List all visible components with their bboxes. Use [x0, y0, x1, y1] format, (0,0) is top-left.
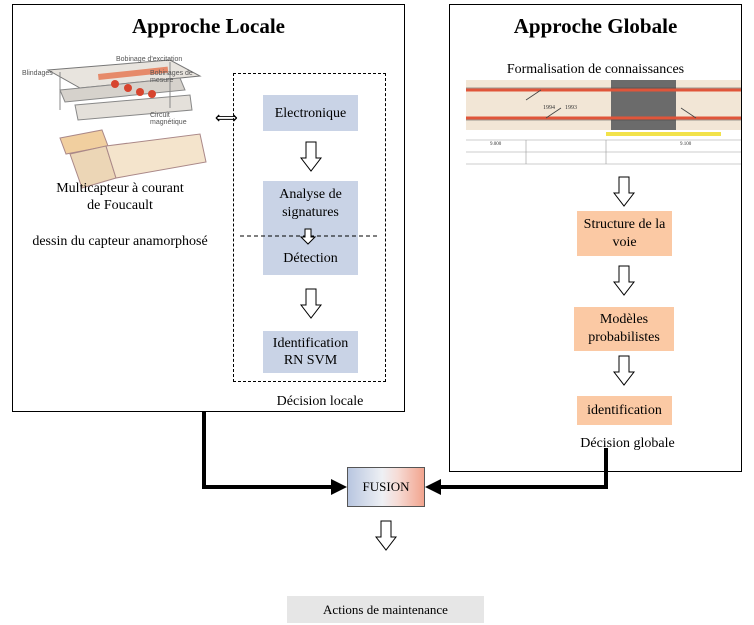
double-arrow-icon: ⟺	[215, 108, 238, 127]
local-approach-title: Approche Locale	[131, 14, 286, 38]
arrow-down-icon	[299, 141, 323, 172]
map-label: 9.000	[490, 142, 502, 147]
track-map-image	[466, 80, 741, 165]
step-modeles-probabilistes: Modèles probabilistes	[574, 307, 674, 351]
sensor-caption-line3: dessin du capteur anamorphosé	[32, 234, 208, 249]
step-analyse-signatures: Analyse de signatures	[279, 187, 342, 220]
arrow-down-icon	[374, 520, 398, 551]
global-decision-label: Décision globale	[580, 436, 675, 451]
sensor-caption-line1: Multicapteur à courant	[56, 181, 184, 196]
arrow-down-icon	[612, 355, 636, 386]
local-decision-label: Décision locale	[276, 394, 364, 409]
step-detection: Détection	[283, 251, 338, 266]
sensor-label-excitation: Bobinage d'excitation	[116, 56, 183, 63]
step-identification-global: identification	[577, 396, 672, 425]
knowledge-formalisation-label: Formalisation de connaissances	[506, 62, 685, 77]
sensor-label-magnetic: Circuit magnétique	[150, 112, 187, 126]
arrow-down-icon	[299, 228, 317, 245]
fusion-box: FUSION	[347, 467, 425, 507]
step-electronique: Electronique	[263, 95, 358, 131]
map-label: 1993	[565, 105, 577, 111]
arrow-down-icon	[299, 288, 323, 319]
map-label: 1994	[543, 105, 555, 111]
global-approach-title: Approche Globale	[513, 14, 678, 38]
step-structure-voie: Structure de la voie	[577, 211, 672, 256]
sensor-label-shielding: Blindages	[22, 70, 53, 77]
step-identification-rn-svm: Identification RN SVM	[263, 331, 358, 373]
arrow-down-icon	[612, 265, 636, 296]
eddy-current-sensor-drawing	[46, 59, 207, 189]
local-processing-frame	[233, 73, 386, 382]
arrow-down-icon	[612, 176, 636, 207]
step-analysis-detection-box	[263, 181, 358, 275]
maintenance-actions-box: Actions de maintenance	[287, 596, 484, 623]
sensor-caption-line2: de Foucault	[87, 198, 153, 213]
map-label: 9.100	[680, 142, 692, 147]
sensor-label-measure: Bobinages de mesure	[150, 70, 193, 84]
